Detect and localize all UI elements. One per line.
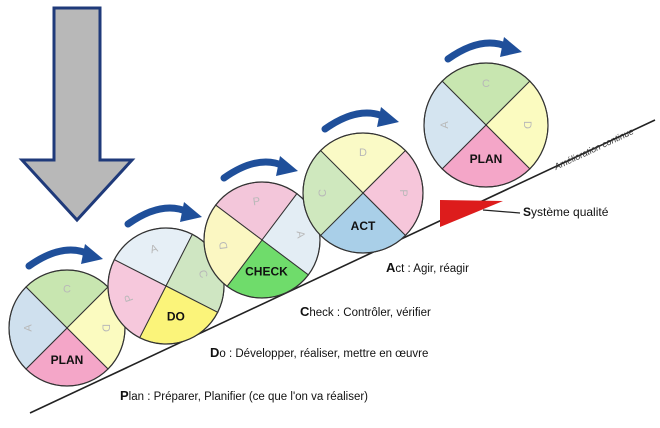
pdca-wheel-4: D P ACT C <box>302 132 424 254</box>
rotation-arrow-5-head <box>500 37 522 57</box>
legend-do: Do : Développer, réaliser, mettre en œuv… <box>210 345 428 360</box>
wheel-4-label-top: D <box>359 147 367 159</box>
pdca-wheel-3: P A CHECK D <box>203 181 321 299</box>
wheel-5-label-bottom: PLAN <box>470 152 503 166</box>
quality-label-rest: ystème qualité <box>531 205 609 219</box>
quality-label: Système qualité <box>523 205 609 219</box>
legend-check-initial: C <box>300 304 310 319</box>
wheel-4-label-left: C <box>317 189 329 197</box>
wheel-1-label-right: D <box>99 324 111 332</box>
wheel-4-label-bottom: ACT <box>351 219 376 233</box>
wheel-1-label-left: A <box>23 324 35 332</box>
wheel-2-label-right: C <box>196 268 210 279</box>
wheel-3-label-right: A <box>294 230 307 240</box>
rotation-arrow-2-head <box>180 202 202 222</box>
rotation-arrow-5-icon <box>444 39 512 63</box>
legend-do-text: o : Développer, réaliser, mettre en œuvr… <box>219 348 428 360</box>
rotation-arrow-4-head <box>377 107 399 127</box>
legend-plan-initial: P <box>120 388 129 403</box>
wheel-5-rim <box>423 62 549 188</box>
legend-plan: Plan : Préparer, Planifier (ce que l'on … <box>120 388 368 403</box>
rotation-arrow-4-icon <box>321 109 389 133</box>
wheel-4-label-right: P <box>397 189 409 196</box>
wheel-5-label-right: D <box>521 121 533 129</box>
wheel-5-label-left: A <box>439 121 451 129</box>
wheel-4-rim <box>302 132 424 254</box>
legend: Act : Agir, réagir Check : Contrôler, vé… <box>120 260 469 403</box>
pdca-wheel-1: C D PLAN A <box>8 269 126 387</box>
wheel-3-label-left: D <box>217 241 230 251</box>
pdca-wheels: C D PLAN A A C DO P P A CHECK D D P ACT C C D PLAN A <box>8 62 549 387</box>
wheel-5-label-top: C <box>482 78 490 90</box>
slope-label: Amélioration continue <box>552 126 636 172</box>
pdca-wheel-5: C D PLAN A <box>423 62 549 188</box>
quality-wedge <box>440 200 503 227</box>
wheel-3-label-bottom: CHECK <box>245 265 288 279</box>
wheel-3-label-top: P <box>252 195 261 208</box>
rotation-arrows <box>25 37 522 270</box>
wheel-1-label-top: C <box>63 284 71 296</box>
wheel-1-label-bottom: PLAN <box>51 353 84 367</box>
wheel-1-rim <box>8 269 126 387</box>
rotation-arrow-3-icon <box>220 158 288 182</box>
rotation-arrow-2-icon <box>124 204 192 228</box>
legend-check-text: heck : Contrôler, vérifier <box>309 307 431 319</box>
rotation-arrow-3-head <box>276 156 298 176</box>
slope-line <box>29 119 656 414</box>
down-arrow-icon <box>18 6 136 223</box>
rotation-arrow-1-icon <box>25 246 93 270</box>
rotation-arrow-1-head <box>81 244 103 264</box>
legend-act-text: ct : Agir, réagir <box>395 263 469 275</box>
legend-do-initial: D <box>210 345 219 360</box>
legend-act-initial: A <box>386 260 396 275</box>
quality-label-initial: S <box>523 205 531 219</box>
wheel-2-label-left: P <box>123 293 137 304</box>
legend-plan-text: lan : Préparer, Planifier (ce que l'on v… <box>129 391 369 403</box>
legend-act: Act : Agir, réagir <box>386 260 469 275</box>
wheel-2-label-top: A <box>149 242 160 256</box>
wheel-2-label-bottom: DO <box>167 309 185 323</box>
quality-pointer <box>482 209 521 214</box>
legend-check: Check : Contrôler, vérifier <box>300 304 431 319</box>
